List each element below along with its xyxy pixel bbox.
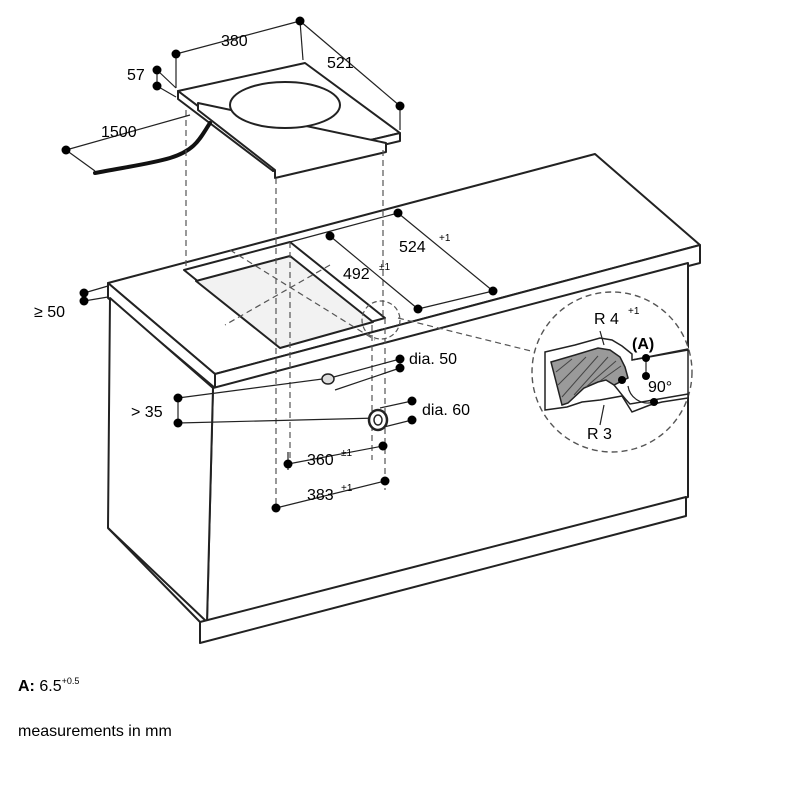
label-hob-width: 380 [221,33,248,50]
label-cutout-width: 492 [343,266,370,283]
projection-lines [185,110,536,508]
label-hob-depth: 521 [327,55,354,72]
plinth-side-line [107,527,201,623]
legend-a: A: 6.5+0.5 [18,676,80,698]
label-cutout-width-tol: ±1 [379,262,390,273]
cooking-zone [229,81,341,129]
label-inner-width: 360 [307,452,334,469]
legend-a-value: 6.5 [39,678,62,695]
detail-radius-top: R 4 [594,311,619,328]
detail-angle: 90° [648,379,672,396]
label-hole-large: dia. 60 [422,402,470,419]
cabinet-plinth [199,496,687,644]
label-hob-height: 57 [127,67,145,84]
dimension-dots [61,16,498,513]
dimension-lines [65,20,494,509]
detail-radius-top-tol: +1 [628,306,640,317]
power-cable [93,121,212,175]
dimension-labels: 380 521 57 1500 524 +1 492 ±1 ≥ 50 dia. … [34,33,470,504]
label-cutout-depth-tol: +1 [439,233,451,244]
legend-units-text: measurements in mm [18,723,172,740]
label-outer-width: 383 [307,487,334,504]
label-hole-small: dia. 50 [409,351,457,368]
cable-holes [321,373,389,432]
worktop-cutout [183,241,386,349]
label-cable-length: 1500 [101,124,137,141]
detail-label-a: (A) [632,336,654,353]
hole-dia-50 [321,373,335,385]
label-outer-width-tol: +1 [341,483,353,494]
cooktop [177,62,401,179]
legend-a-label: A: [18,678,35,695]
edge-detail: R 4 +1 (A) 90° R 3 [531,291,693,453]
cutout-inner-opening [195,255,374,349]
legend-units: measurements in mm [18,722,172,742]
label-hole-offset: > 35 [131,404,163,421]
label-cutout-depth: 524 [399,239,426,256]
label-inner-width-tol: ±1 [341,448,352,459]
detail-marker-circle [361,300,401,340]
legend-a-tolerance: +0.5 [61,676,80,686]
detail-radius-bottom: R 3 [587,426,612,443]
label-min-edge: ≥ 50 [34,304,65,321]
